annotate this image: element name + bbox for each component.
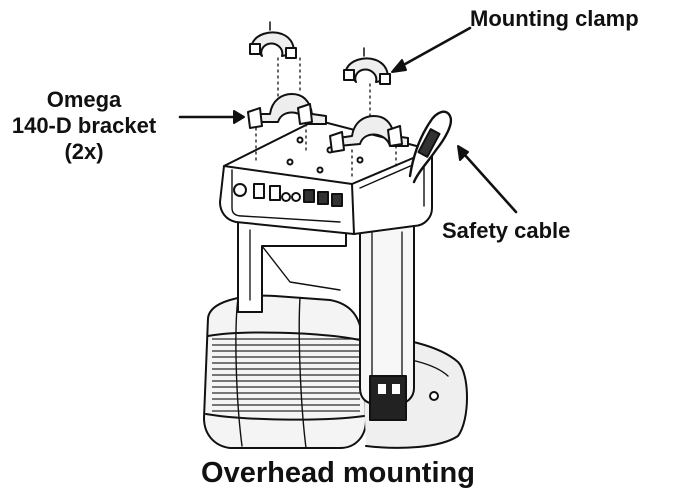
omega-bracket-label: Omega 140-D bracket (2x) <box>4 87 164 165</box>
fixture-base <box>219 119 433 235</box>
moving-head <box>203 294 468 449</box>
omega-bracket-label-line: 140-D bracket <box>11 113 157 138</box>
mounting-clamp-left <box>249 21 297 59</box>
alignment-lines <box>255 57 397 181</box>
safety-cable <box>408 110 453 184</box>
figure-caption: Overhead mounting <box>201 457 475 489</box>
omega-bracket-label-line: Omega <box>46 87 122 112</box>
arrows <box>178 26 518 214</box>
yoke <box>237 213 415 421</box>
omega-bracket-right <box>329 115 409 153</box>
mounting-clamp-label: Mounting clamp <box>470 6 639 31</box>
mounting-clamp-right <box>343 47 391 85</box>
omega-bracket-label-line: (2x) <box>64 139 104 164</box>
omega-bracket-left <box>247 93 327 129</box>
safety-cable-label: Safety cable <box>442 218 571 243</box>
